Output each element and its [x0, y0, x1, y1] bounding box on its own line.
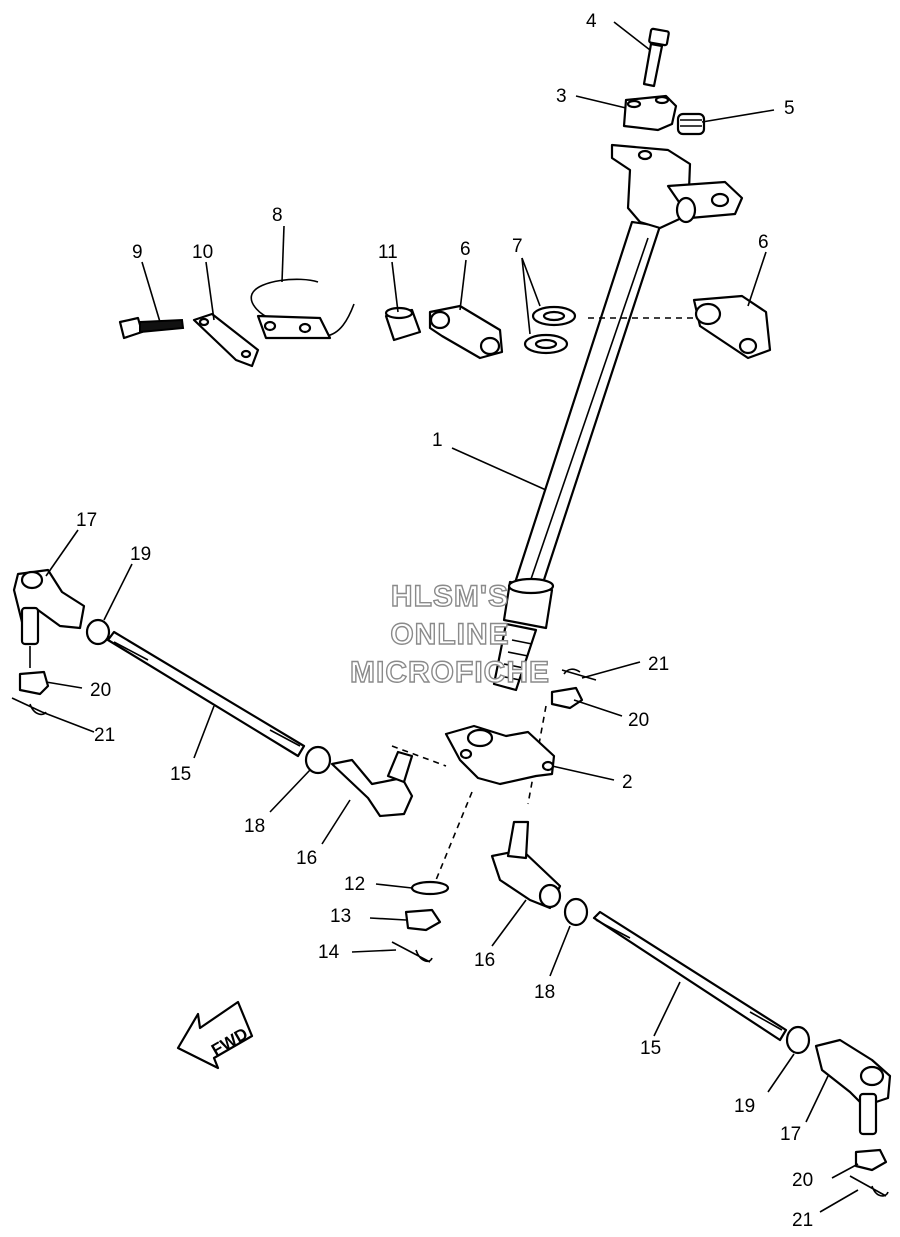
nut-part-19-left — [85, 618, 111, 646]
callout-16-right: 16 — [474, 950, 495, 971]
nut-part-20-left — [18, 670, 50, 696]
nut-part-18-left — [304, 745, 332, 775]
callout-6-left: 6 — [460, 239, 471, 260]
tie-rod-part-15-right — [592, 910, 788, 1042]
callout-20-top: 20 — [628, 710, 649, 731]
bolt-part-4 — [642, 27, 670, 88]
pitman-arm-part-2 — [444, 724, 556, 786]
callout-13: 13 — [330, 906, 351, 927]
clamp-part-3 — [622, 94, 678, 132]
callout-17-left: 17 — [76, 510, 97, 531]
callout-20-left: 20 — [90, 680, 111, 701]
callout-20-right: 20 — [792, 1170, 813, 1191]
callout-16-left: 16 — [296, 848, 317, 869]
bolt-part-9 — [118, 316, 185, 340]
callout-15-right: 15 — [640, 1038, 661, 1059]
cotter-pin-part-21-right — [849, 1175, 889, 1197]
watermark: HLSM'S ONLINE MICROFICHE — [349, 579, 550, 689]
bearing-half-part-6-right — [692, 294, 772, 360]
callout-14: 14 — [318, 942, 340, 963]
cotter-pin-part-14 — [391, 941, 433, 963]
callout-15-left: 15 — [170, 764, 191, 785]
cotter-pin-part-21-top — [561, 668, 597, 681]
cotter-pin-part-21-left — [11, 697, 47, 716]
watermark-line-1: HLSM'S — [391, 580, 509, 613]
collar-part-11 — [384, 306, 422, 342]
callout-17-right: 17 — [780, 1124, 801, 1145]
callout-labels: 4 3 5 8 9 10 11 6 7 6 1 17 19 20 21 15 1… — [76, 11, 813, 1231]
callout-3: 3 — [556, 86, 567, 107]
watermark-line-3: MICROFICHE — [350, 656, 550, 689]
callout-1: 1 — [432, 430, 443, 451]
callout-8: 8 — [272, 205, 283, 226]
callout-5: 5 — [784, 98, 795, 119]
tie-rod-part-15-left — [106, 630, 306, 758]
leader-lines — [41, 21, 859, 1213]
nut-part-13 — [404, 908, 442, 932]
callout-9: 9 — [132, 242, 143, 263]
nut-part-20-top — [550, 686, 584, 710]
washer-part-12 — [410, 880, 450, 896]
washers-part-7 — [523, 305, 577, 355]
nut-part-20-right — [854, 1148, 888, 1172]
tie-rod-end-part-17-left — [12, 568, 86, 668]
callout-21-right: 21 — [792, 1210, 813, 1231]
callout-2: 2 — [622, 772, 633, 793]
callout-21-top: 21 — [648, 654, 669, 675]
nut-part-19-right — [785, 1025, 811, 1055]
callout-21-left: 21 — [94, 725, 115, 746]
bearing-half-part-6-left — [428, 304, 504, 360]
bushing-part-5 — [676, 112, 706, 136]
tie-rod-end-part-16-left — [330, 750, 414, 818]
watermark-line-2: ONLINE — [390, 618, 509, 651]
forward-direction-arrow: FWD — [176, 1000, 254, 1070]
callout-7: 7 — [512, 236, 523, 257]
callout-19-left: 19 — [130, 544, 151, 565]
lock-plate-part-10 — [192, 312, 260, 368]
tie-rod-end-part-17-right — [814, 1038, 892, 1136]
callout-6-right: 6 — [758, 232, 769, 253]
callout-18-left: 18 — [244, 816, 265, 837]
callout-11: 11 — [378, 242, 398, 263]
callout-4: 4 — [586, 11, 597, 32]
tie-rod-end-part-16-right — [490, 820, 562, 910]
callout-18-right: 18 — [534, 982, 555, 1003]
wire-guide-part-8 — [250, 278, 355, 340]
column-bracket — [610, 143, 744, 230]
steering-column — [492, 220, 662, 692]
callout-12: 12 — [344, 874, 365, 895]
nut-part-18-right — [563, 897, 589, 927]
callout-19-right: 19 — [734, 1096, 755, 1117]
callout-10: 10 — [192, 242, 213, 263]
